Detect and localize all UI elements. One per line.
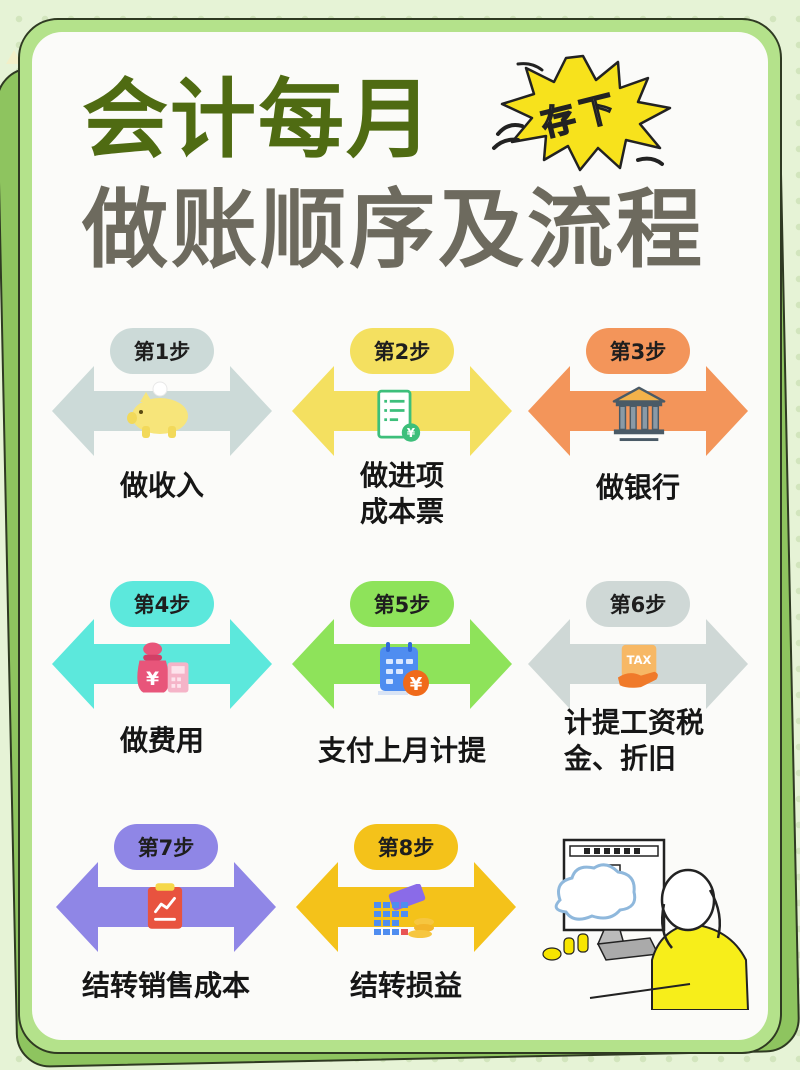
svg-text:¥: ¥ bbox=[407, 426, 416, 440]
bank-icon bbox=[612, 386, 666, 442]
step-1: 第1步 做收入 bbox=[52, 322, 272, 512]
step-label-line-2: 金、折旧 bbox=[564, 742, 677, 775]
step-label: 做银行 bbox=[595, 471, 680, 504]
step-badge: 第3步 bbox=[586, 328, 690, 374]
step-7: 第7步 结转销售成本 bbox=[56, 818, 276, 1008]
step-label: 结转损益 bbox=[349, 969, 462, 1002]
step-label-line-2: 成本票 bbox=[359, 495, 444, 528]
step-badge: 第2步 bbox=[350, 328, 454, 374]
invoice-icon: ¥ bbox=[377, 389, 421, 442]
step-label: 计提工资税 金、折旧 bbox=[528, 705, 748, 777]
person-at-computer-illustration bbox=[542, 838, 750, 1010]
svg-text:TAX: TAX bbox=[627, 653, 652, 667]
svg-text:¥: ¥ bbox=[146, 669, 159, 690]
step-badge: 第8步 bbox=[354, 824, 458, 870]
title-line-1: 会计每月 bbox=[82, 70, 434, 170]
piggy-bank-icon bbox=[127, 381, 188, 438]
step-badge: 第6步 bbox=[586, 581, 690, 627]
step-badge: 第4步 bbox=[110, 581, 214, 627]
step-badge: 第5步 bbox=[350, 581, 454, 627]
title-line-2: 做账顺序及流程 bbox=[82, 180, 705, 280]
calculator-coins-icon bbox=[374, 884, 434, 938]
step-label-line-1: 做进项 bbox=[359, 459, 444, 492]
step-4: 第4步 ¥ 做费用 bbox=[52, 575, 272, 765]
step-8: 第8步 结转损益 bbox=[296, 818, 516, 1008]
step-2: 第2步 ¥ 做进项 成本票 bbox=[292, 322, 512, 532]
step-label: 做收入 bbox=[119, 469, 204, 502]
step-badge: 第1步 bbox=[110, 328, 214, 374]
calendar-payment-icon: ¥ bbox=[378, 642, 429, 696]
chart-clipboard-icon bbox=[147, 883, 183, 929]
step-label: 结转销售成本 bbox=[81, 969, 250, 1002]
burst-badge-icon bbox=[492, 54, 672, 172]
step-label: 支付上月计提 bbox=[317, 734, 486, 767]
step-label: 做进项 成本票 bbox=[292, 458, 512, 530]
step-5: 第5步 ¥ 支付上月计提 bbox=[292, 575, 512, 775]
step-badge: 第7步 bbox=[114, 824, 218, 870]
money-bag-icon: ¥ bbox=[137, 642, 189, 693]
svg-text:¥: ¥ bbox=[410, 674, 423, 695]
double-arrow-icon bbox=[528, 366, 748, 456]
step-3: 第3步 做银行 bbox=[528, 322, 748, 512]
step-6: 第6步 TAX 计提工资税 金、折旧 bbox=[528, 575, 748, 785]
step-label-line-1: 计提工资税 bbox=[564, 706, 705, 739]
tax-hand-icon: TAX bbox=[617, 644, 658, 688]
step-label: 做费用 bbox=[119, 724, 204, 757]
